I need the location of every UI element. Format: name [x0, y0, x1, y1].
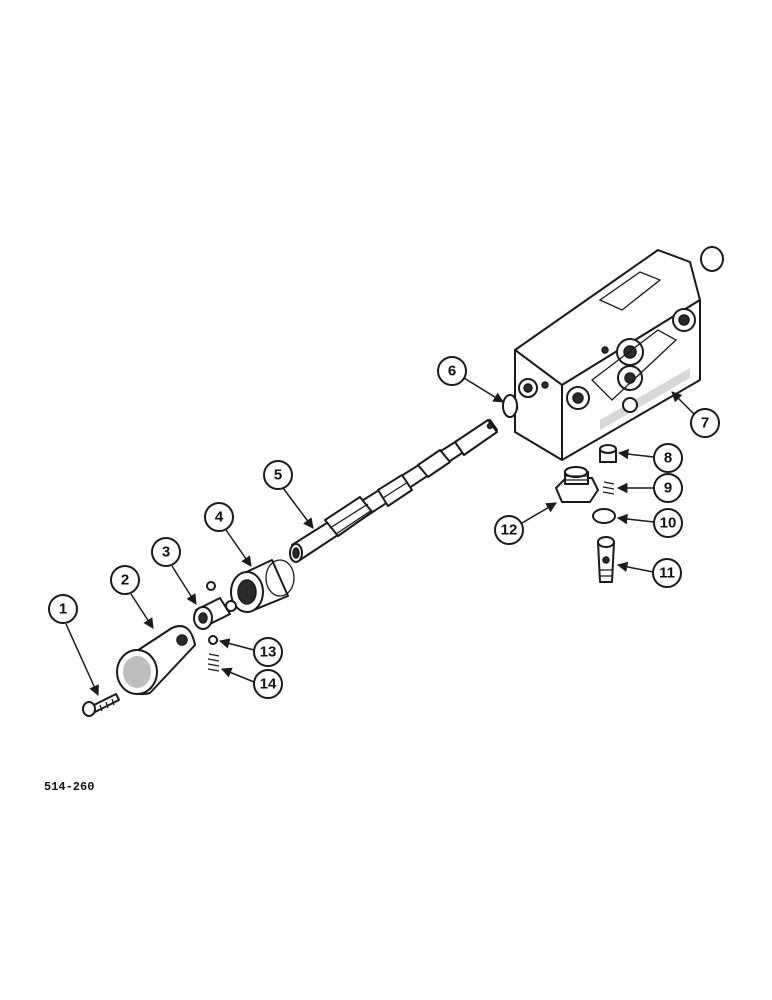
svg-text:13: 13 [260, 644, 277, 661]
callout-9: 9 [653, 473, 683, 503]
screw [82, 693, 120, 717]
svg-text:7: 7 [701, 415, 709, 432]
callout-2: 2 [110, 565, 140, 595]
o-ring-10 [592, 508, 616, 524]
callout-1: 1 [48, 594, 78, 624]
svg-text:1: 1 [59, 601, 67, 618]
svg-text:11: 11 [659, 565, 675, 582]
callout-11: 11 [652, 558, 682, 588]
svg-text:12: 12 [501, 522, 518, 539]
svg-text:9: 9 [664, 480, 672, 497]
callout-14: 14 [253, 669, 283, 699]
svg-text:4: 4 [215, 509, 224, 526]
callout-6: 6 [437, 356, 467, 386]
callout-4: 4 [204, 502, 234, 532]
end-cap [116, 625, 196, 696]
callout-8: 8 [653, 443, 683, 473]
spool [289, 419, 498, 563]
valve-body [511, 249, 701, 461]
reference-code: 514-260 [44, 780, 95, 794]
sleeve [230, 559, 295, 613]
callout-5: 5 [263, 460, 293, 490]
svg-text:10: 10 [660, 515, 677, 532]
relief-valve [597, 536, 615, 583]
plug-8 [599, 444, 617, 463]
svg-text:3: 3 [162, 544, 170, 561]
svg-text:14: 14 [260, 676, 277, 693]
svg-text:6: 6 [448, 363, 456, 380]
hex-plug [555, 466, 599, 503]
o-ring-6 [502, 394, 518, 418]
svg-text:8: 8 [664, 450, 672, 467]
body-o-ring [700, 246, 724, 272]
callout-10: 10 [653, 508, 683, 538]
callout-12: 12 [494, 515, 524, 545]
spring-9 [602, 481, 615, 495]
svg-text:2: 2 [121, 572, 129, 589]
callout-7: 7 [690, 408, 720, 438]
callout-3: 3 [151, 537, 181, 567]
detent-spring [207, 653, 220, 672]
svg-text:5: 5 [274, 467, 282, 484]
detent-cap [193, 581, 237, 630]
detent-ball [208, 635, 218, 645]
callout-13: 13 [253, 637, 283, 667]
